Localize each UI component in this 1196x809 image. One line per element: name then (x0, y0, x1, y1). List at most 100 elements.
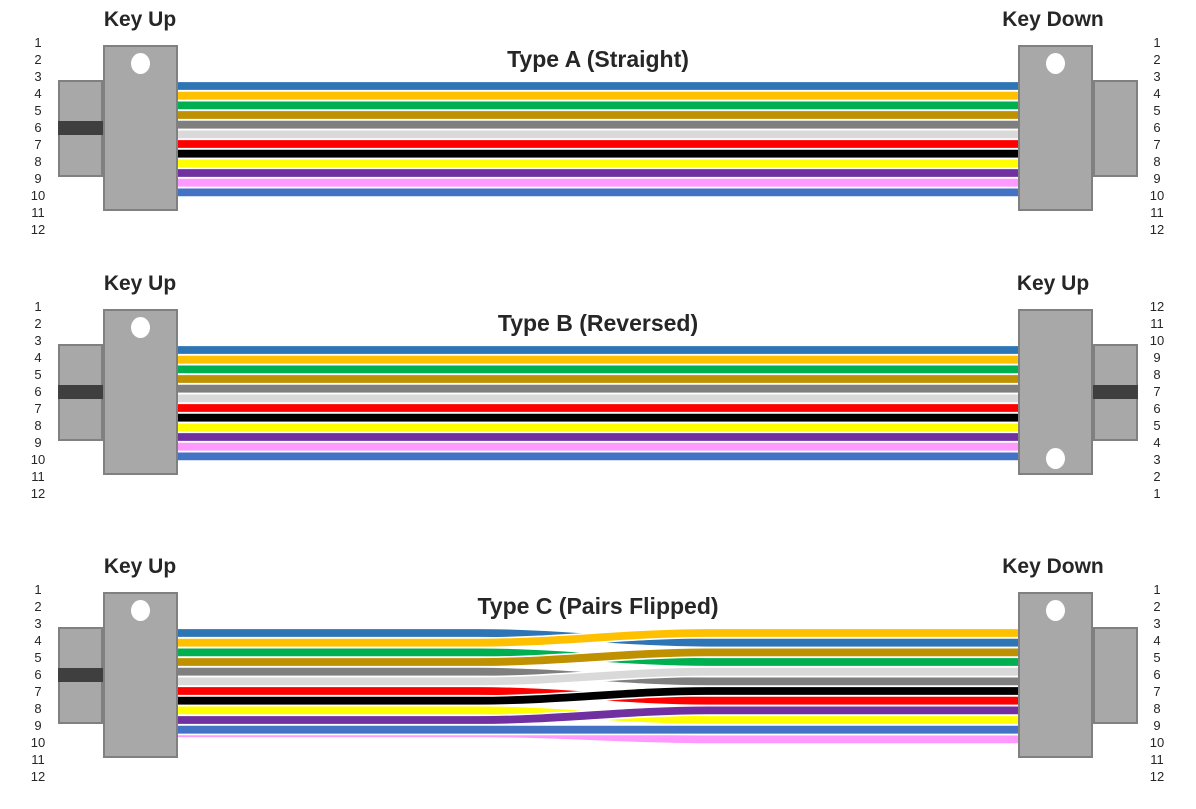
right-connector-boot (1093, 80, 1138, 177)
polarity-section-type-c: Key Up Type C (Pairs Flipped) Key Down 1… (0, 547, 1196, 809)
fiber-position-number: 6 (34, 120, 42, 135)
fiber-position-number: 11 (31, 752, 45, 767)
section-title: Type B (Reversed) (497, 310, 699, 336)
fiber-position-number: 10 (1149, 735, 1165, 750)
fiber-ribbon (178, 627, 1018, 745)
fiber-position-number: 11 (31, 205, 45, 220)
fiber-position-number: 3 (34, 69, 42, 84)
fiber-position-number: 1 (1153, 486, 1161, 501)
section-title: Type C (Pairs Flipped) (477, 593, 719, 619)
fiber-position-number: 12 (1149, 769, 1165, 784)
fiber-position-number: 10 (1149, 333, 1165, 348)
fiber-position-number: 8 (34, 418, 42, 433)
fiber-position-number: 5 (1153, 418, 1161, 433)
fiber-orange (178, 629, 1018, 647)
right-mpo-connector (1018, 309, 1093, 475)
fiber-position-number: 1 (34, 582, 42, 597)
right-key-label: Key Down (1002, 8, 1104, 31)
fiber-position-number: 4 (1153, 435, 1161, 450)
fiber-position-number: 4 (1153, 86, 1161, 101)
fiber-position-number: 7 (1153, 684, 1161, 699)
fiber-ribbon (178, 80, 1018, 198)
fiber-position-number: 9 (34, 435, 42, 450)
left-mpo-connector (103, 592, 178, 758)
fiber-position-number: 2 (1153, 469, 1161, 484)
left-mpo-connector (103, 45, 178, 211)
fiber-position-number: 10 (30, 735, 46, 750)
fiber-position-number: 9 (34, 171, 42, 186)
fiber-position-number: 6 (1153, 401, 1161, 416)
fiber-white (178, 667, 1018, 686)
fiber-position-number: 3 (1153, 69, 1161, 84)
fiber-position-number: 9 (1153, 350, 1161, 365)
fiber-position-number: 3 (34, 616, 42, 631)
fiber-position-number: 1 (1153, 35, 1161, 50)
fiber-position-number: 10 (30, 452, 46, 467)
fiber-position-number: 2 (1153, 52, 1161, 67)
fiber-position-number: 4 (1153, 633, 1161, 648)
fiber-position-number: 8 (1153, 154, 1161, 169)
fiber-position-number: 3 (1153, 616, 1161, 631)
key-hole-icon (1046, 448, 1065, 469)
fiber-position-number: 9 (34, 718, 42, 733)
right-connector-boot (1093, 627, 1138, 724)
right-key-label: Key Up (1016, 272, 1090, 295)
fiber-position-number: 5 (34, 367, 42, 382)
fiber-violet (178, 706, 1018, 724)
fiber-position-number: 3 (1153, 452, 1161, 467)
fiber-position-number: 8 (1153, 367, 1161, 382)
key-hole-icon (131, 317, 150, 338)
left-key-label: Key Up (103, 8, 177, 31)
fiber-position-number: 7 (34, 684, 42, 699)
fiber-position-number: 4 (34, 633, 42, 648)
fiber-position-number: 6 (34, 667, 42, 682)
fiber-position-number: 6 (1153, 120, 1161, 135)
fiber-position-number: 8 (34, 154, 42, 169)
right-mpo-connector (1018, 45, 1093, 211)
fiber-position-number: 1 (1153, 582, 1161, 597)
fiber-position-number: 3 (34, 333, 42, 348)
fiber-position-number: 12 (30, 486, 46, 501)
fiber-brown (178, 648, 1018, 666)
fiber-position-number: 9 (1153, 171, 1161, 186)
fiber-position-number: 8 (34, 701, 42, 716)
fiber-position-number: 1 (34, 299, 42, 314)
fiber-position-number: 11 (1150, 205, 1164, 220)
left-mpo-connector (103, 309, 178, 475)
fiber-position-number: 1 (34, 35, 42, 50)
key-hole-icon (1046, 53, 1065, 74)
fiber-position-number: 8 (1153, 701, 1161, 716)
fiber-position-number: 7 (34, 401, 42, 416)
fiber-position-number: 11 (31, 469, 45, 484)
fiber-position-number: 7 (34, 137, 42, 152)
fiber-position-number: 12 (1149, 222, 1165, 237)
fiber-position-number: 6 (34, 384, 42, 399)
fiber-position-number: 2 (1153, 599, 1161, 614)
key-hole-icon (131, 600, 150, 621)
fiber-position-number: 9 (1153, 718, 1161, 733)
left-key-label: Key Up (103, 555, 177, 578)
fiber-position-number: 2 (34, 599, 42, 614)
fiber-position-number: 7 (1153, 137, 1161, 152)
right-mpo-connector (1018, 592, 1093, 758)
right-key-label: Key Down (1002, 555, 1104, 578)
left-boot-key-stripe (58, 385, 103, 399)
fiber-black (178, 687, 1018, 705)
fiber-position-number: 5 (1153, 103, 1161, 118)
fiber-position-number: 5 (1153, 650, 1161, 665)
left-boot-key-stripe (58, 668, 103, 682)
fiber-position-number: 6 (1153, 667, 1161, 682)
fiber-position-number: 12 (1149, 299, 1165, 314)
left-key-label: Key Up (103, 272, 177, 295)
fiber-position-number: 2 (34, 316, 42, 331)
fiber-position-number: 12 (30, 769, 46, 784)
fiber-position-number: 4 (34, 350, 42, 365)
